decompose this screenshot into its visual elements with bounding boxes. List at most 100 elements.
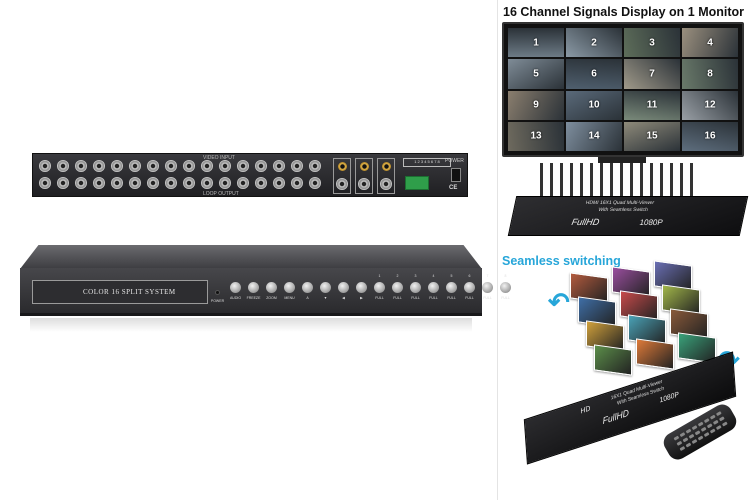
hdmi-cable: [590, 163, 593, 203]
video-tile: 8: [682, 59, 738, 89]
front-button-top-label: 2: [396, 274, 399, 278]
round-button-icon: [482, 282, 493, 293]
video-tile: 3: [624, 28, 680, 58]
front-label-plate: COLOR 16 SPLIT SYSTEM: [32, 280, 208, 304]
round-button-icon: [230, 282, 241, 293]
remote-button: [709, 414, 716, 420]
bnc-connector: [309, 160, 321, 172]
io-column: [333, 158, 351, 194]
multiviewer-device: HDMI 16X1 Quad Multi-Viewer With Seamles…: [507, 196, 749, 236]
hdmi-cable: [650, 163, 653, 203]
video-tile: 14: [566, 121, 622, 151]
bnc-connector: [219, 177, 231, 189]
device-fullhd-logo: FullHD: [570, 217, 601, 227]
rca-connector: [359, 162, 369, 172]
ce-mark: CE: [449, 185, 458, 191]
power-switch: [451, 168, 461, 182]
bnc-connector: [183, 160, 195, 172]
hdmi-cable: [640, 163, 643, 203]
front-button-top-label: 6: [468, 274, 471, 278]
hdmi-cable: [630, 163, 633, 203]
bnc-connector: [75, 177, 87, 189]
bnc-connector: [273, 177, 285, 189]
front-button: AUDIO: [228, 274, 243, 303]
front-button-label: FULL: [465, 296, 474, 300]
bnc-connector: [57, 177, 69, 189]
rca-connector: [381, 162, 391, 172]
tile-number: 12: [704, 99, 716, 111]
tile-number: 8: [707, 68, 713, 80]
bnc-connector: [39, 160, 51, 172]
power-indicator: POWER: [210, 274, 225, 303]
bnc-connector: [273, 160, 285, 172]
front-button-label: FULL: [501, 296, 510, 300]
round-button-icon: [356, 282, 367, 293]
loop-output-label: LOOP OUTPUT: [203, 191, 239, 197]
bnc-connector: [93, 160, 105, 172]
device-resolution: 1080P: [659, 391, 680, 405]
front-button: A: [300, 274, 315, 303]
video-tile: 5: [508, 59, 564, 89]
hdmi-cable: [550, 163, 553, 203]
round-button-icon: [320, 282, 331, 293]
bnc-connector: [147, 177, 159, 189]
video-tile: 2: [566, 28, 622, 58]
tile-number: 10: [588, 99, 600, 111]
remote-button: [703, 431, 710, 438]
round-button-icon: [464, 282, 475, 293]
front-button-top-label: 3: [414, 274, 417, 278]
hdmi-cable: [570, 163, 573, 203]
video-input-label: VIDEO INPUT: [203, 155, 235, 161]
video-tile: 16: [682, 121, 738, 151]
front-button-label: FULL: [411, 296, 420, 300]
channel-image-card: [636, 338, 674, 370]
front-power-label: POWER: [210, 299, 225, 303]
device-model-text: HDMI 16X1 Quad Multi-Viewer: [585, 200, 655, 206]
front-button-label: FULL: [447, 296, 456, 300]
remote-button: [712, 419, 719, 425]
remote-button: [706, 423, 713, 429]
remote-button: [685, 442, 692, 448]
io-column: [377, 158, 395, 194]
round-button-icon: [302, 282, 313, 293]
round-button-icon: [248, 282, 259, 293]
tile-number: 16: [704, 130, 716, 142]
video-tile: 7: [624, 59, 680, 89]
remote-button: [679, 432, 686, 438]
remote-button: [700, 426, 707, 432]
remote-button: [703, 418, 710, 424]
tile-number: 2: [591, 37, 597, 49]
tile-number: 5: [533, 68, 539, 80]
hdmi-cable: [620, 163, 623, 203]
video-tile: 1: [508, 28, 564, 58]
bnc-connector: [309, 177, 321, 189]
hdmi-cable: [610, 163, 613, 203]
front-button: MENU: [282, 274, 297, 303]
unit-top-surface: [20, 245, 482, 269]
unit-reflection: [30, 318, 472, 332]
round-button-icon: [500, 282, 511, 293]
round-button-icon: [446, 282, 457, 293]
front-button-label: FULL: [393, 296, 402, 300]
hdmi-cable: [690, 163, 693, 203]
front-button: ▶: [354, 274, 369, 303]
video-tile: 15: [624, 121, 680, 151]
round-button-icon: [392, 282, 403, 293]
remote-button: [691, 425, 698, 431]
video-tile: 13: [508, 121, 564, 151]
remote-button: [715, 411, 722, 417]
remote-button: [679, 445, 686, 452]
remote-button: [697, 421, 704, 427]
remote-button: [715, 424, 722, 431]
tile-number: 13: [530, 130, 542, 142]
front-button-label: AUDIO: [229, 296, 242, 300]
video-tile: 4: [682, 28, 738, 58]
